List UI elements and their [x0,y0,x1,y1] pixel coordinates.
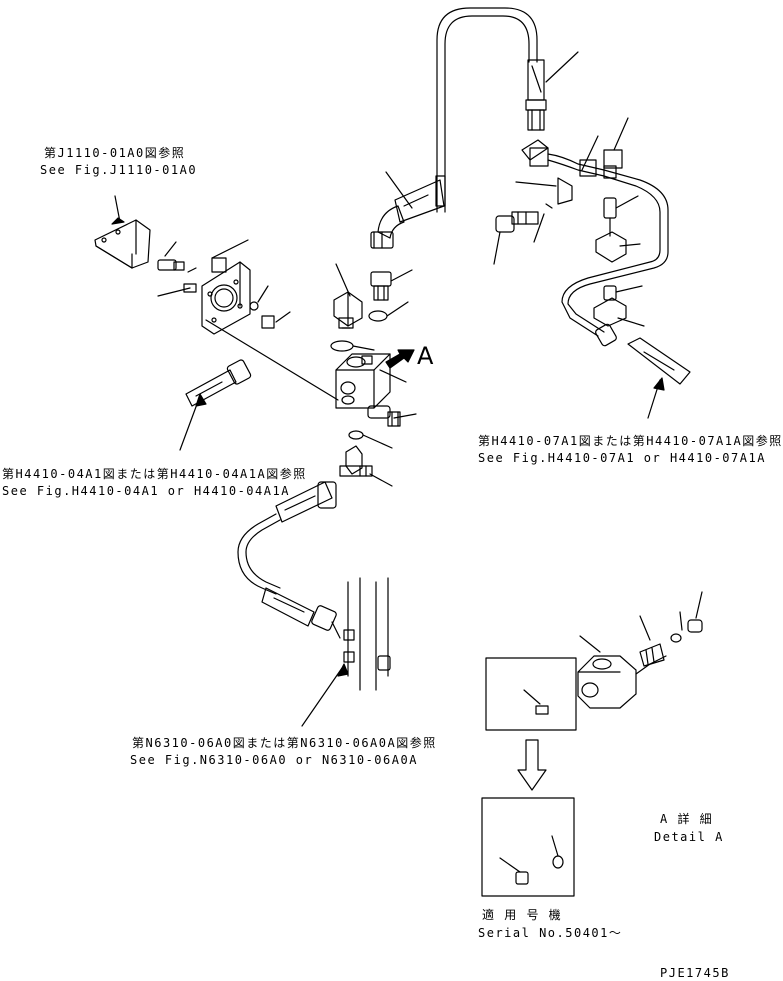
view-arrow [386,350,414,368]
serial-label-jp: 適 用 号 機 [482,908,563,922]
pipe-assembly-right [516,118,690,418]
ref-n6310-jp: 第N6310-06A0図または第N6310-06A0A図参照 [132,736,437,750]
detail-box-lower [482,798,574,896]
clamp-bolt [494,212,538,264]
valve-block [206,320,406,408]
view-arrow-label: A [417,342,434,370]
o-ring-lower [349,431,363,439]
hose-fitting-left [186,359,252,406]
elbow-fitting [334,264,362,328]
detail-label-en: Detail A [654,830,724,844]
ref-h4410-07-jp: 第H4410-07A1図または第H4410-07A1A図参照 [478,434,783,448]
detail-a-parts [578,592,702,708]
banjo-bolt [368,406,416,426]
parts-diagram [0,0,761,981]
hose-fitting-upper-right [526,52,578,130]
flange-plate [202,240,250,334]
ref-n6310-en: See Fig.N6310-06A0 or N6310-06A0A [130,753,418,767]
ref-j1110-jp: 第J1110-01A0図参照 [44,146,186,160]
detail-box-upper [486,658,576,730]
serial-label-en: Serial No.50401～ [478,926,623,940]
frame-members [344,578,390,690]
connector-fitting [369,270,412,321]
hose-fitting-upper-left [371,172,445,248]
detail-label-jp: A 詳 細 [660,812,714,826]
lower-hose [238,482,340,638]
ref-h4410-04-jp: 第H4410-04A1図または第H4410-04A1A図参照 [2,467,307,481]
upper-hose [437,8,537,212]
down-arrow [518,740,546,790]
drawing-id: PJE1745B [660,966,730,980]
lower-elbow [340,446,392,486]
ref-j1110-en: See Fig.J1110-01A0 [40,163,198,177]
bracket [95,196,150,268]
small-fittings [158,242,290,328]
ref-h4410-04-en: See Fig.H4410-04A1 or H4410-04A1A [2,484,290,498]
ref-h4410-07-en: See Fig.H4410-07A1 or H4410-07A1A [478,451,766,465]
